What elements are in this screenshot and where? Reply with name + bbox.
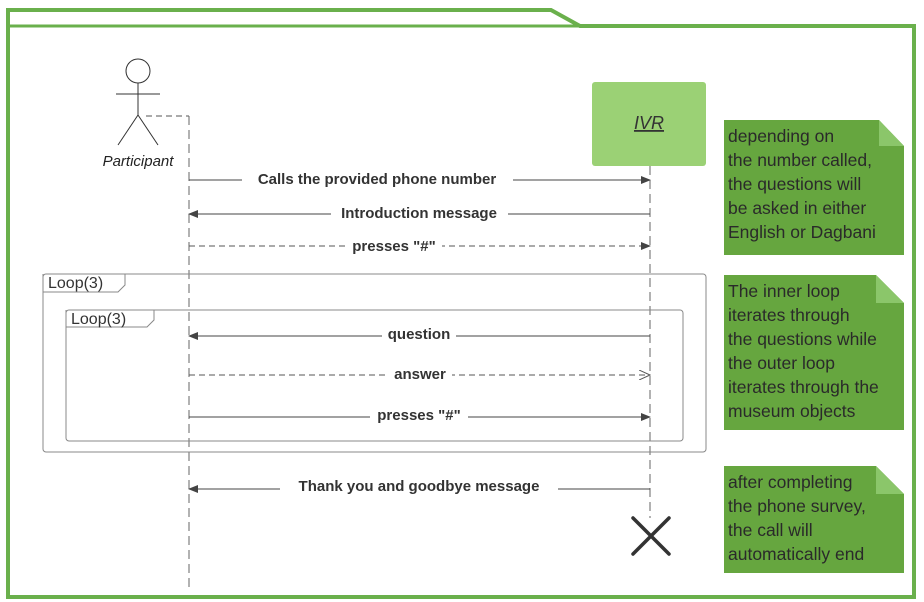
note-text: after completing the phone survey, the c…: [728, 472, 871, 564]
ivr-lifeline-box: [592, 82, 706, 166]
message-label: presses "#": [377, 407, 460, 424]
inner-loop-tab: [65, 310, 155, 328]
outer-loop-tab: [42, 274, 126, 293]
inner-loop-frame: [65, 309, 684, 442]
message-question: question: [188, 325, 650, 343]
ivr-label: IVR: [634, 113, 664, 133]
message-label: Thank you and goodbye message: [299, 478, 540, 495]
message-answer: answer: [189, 365, 650, 383]
message-presses-hash-1: presses "#": [189, 236, 651, 255]
message-label: question: [388, 326, 451, 343]
message-introduction: Introduction message: [188, 204, 650, 222]
outer-loop-label: Loop(3): [48, 275, 103, 292]
participant-actor-icon: [116, 58, 160, 146]
destroy-x-icon: [631, 516, 671, 556]
inner-loop-label: Loop(3): [71, 311, 126, 328]
outer-loop-frame: [42, 273, 707, 453]
message-label: presses "#": [352, 238, 435, 255]
message-presses-hash-2: presses "#": [189, 406, 651, 424]
message-label: Introduction message: [341, 205, 497, 222]
message-goodbye: Thank you and goodbye message: [188, 477, 650, 495]
note-language: depending on the number called, the ques…: [724, 120, 904, 255]
note-loops: The inner loop iterates through the ques…: [724, 275, 904, 430]
message-calls: Calls the provided phone number: [189, 170, 651, 188]
note-text: depending on the number called, the ques…: [728, 126, 877, 242]
message-label: Calls the provided phone number: [258, 171, 497, 188]
note-end-call: after completing the phone survey, the c…: [724, 466, 904, 573]
note-text: The inner loop iterates through the ques…: [728, 281, 884, 421]
participant-label: Participant: [103, 153, 175, 170]
message-label: answer: [394, 366, 446, 383]
